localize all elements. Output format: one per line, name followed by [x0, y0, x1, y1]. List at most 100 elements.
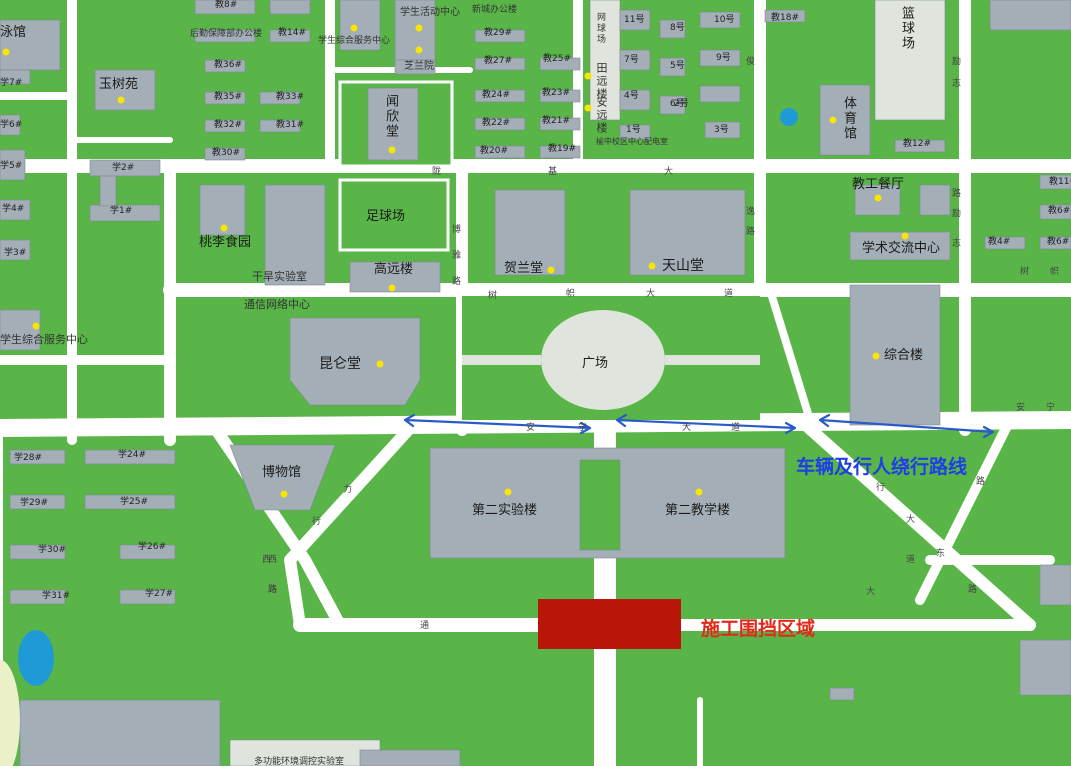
road-char-liwei_road-2: 大	[906, 515, 916, 525]
road-char-xingxian_road-1: 西	[268, 555, 278, 565]
label-student-service2: 学生综合服务中心	[0, 333, 88, 346]
teach-label-18: 教12#	[903, 139, 931, 149]
res-label-10: 3号	[714, 125, 729, 135]
road-char-shuzhi_east-0: 树	[1020, 267, 1030, 277]
road-char-liwei_road-1: 行	[876, 483, 886, 493]
label-xinchengban: 新城办公楼	[472, 5, 518, 15]
label-staff-canteen: 教工餐厅	[852, 177, 905, 192]
res-label-0: 11号	[624, 15, 645, 25]
legend-construction-zone: 施工围挡区域	[701, 618, 816, 640]
teach-label-15: 教20#	[480, 146, 508, 156]
label-anyuan: 安远楼	[595, 96, 608, 135]
road-char-shuzhi_east-1: 帜	[1050, 267, 1060, 277]
fountain	[780, 108, 798, 126]
road-char-lizhi_road-1: 志	[952, 79, 962, 89]
road-char-an_east-0: 安	[1016, 403, 1026, 413]
road-diagonal-nw	[766, 286, 814, 424]
plaza	[462, 296, 760, 420]
road-char-xiwei_road-1: 路	[268, 585, 278, 595]
detour-arrow-2	[615, 413, 797, 435]
label-student-service: 学生综合服务中心	[318, 36, 391, 46]
road-char-tong_road-0: 通	[420, 621, 430, 631]
light-patch	[0, 660, 20, 766]
teach-label-3: 教35#	[214, 92, 242, 102]
res-label-9: 1号	[626, 125, 641, 135]
teach-label-0: 教8#	[215, 0, 238, 10]
road-char-n_road-2: 大	[664, 167, 674, 177]
road-char-lizhi_road_b-2: 路	[976, 477, 986, 487]
teach-label-22: 教4#	[988, 237, 1011, 247]
road-char-anning_road-0: 安	[526, 423, 536, 433]
road-char-shuzhi_road-0: 树	[488, 291, 498, 301]
road-char-bo_road-2: 路	[452, 277, 462, 287]
label-tennis: 网球场	[595, 12, 605, 45]
dorm-label-11: 学30#	[38, 545, 66, 555]
res-label-4: 5号	[670, 61, 685, 71]
teach-label-20: 教6#	[1048, 206, 1071, 216]
road-char-bo_road-1: 雅	[452, 251, 462, 261]
road-char-anning_road-3: 道	[731, 423, 741, 433]
road-char-east_road-0: 东	[936, 549, 946, 559]
road-char-an_east-1: 宁	[1046, 403, 1056, 413]
label-museum: 博物馆	[262, 465, 302, 480]
construction-zone-block	[538, 599, 681, 649]
road-east-diagonal-2	[915, 415, 1015, 605]
dorm-label-9: 学24#	[118, 450, 146, 460]
road-char-shuzhi_road-2: 大	[646, 289, 656, 299]
label-gym: 体育馆	[841, 96, 856, 141]
dorm-label-1: 学6#	[0, 120, 23, 130]
teach-label-2: 教36#	[214, 60, 242, 70]
dorm-label-10: 学25#	[120, 497, 148, 507]
teach-label-10: 教25#	[543, 54, 571, 64]
teach-label-14: 教21#	[542, 116, 570, 126]
label-academic: 学术交流中心	[862, 241, 941, 256]
label-lab2: 第二实验楼	[472, 503, 538, 518]
teach-label-8: 教29#	[484, 28, 512, 38]
label-logistics: 后勤保障部办公楼	[190, 29, 263, 39]
teach-label-16: 教19#	[548, 144, 576, 154]
label-power: 榆中校区中心配电室	[596, 137, 668, 146]
road-char-lizhi_road_b-0: 励	[952, 209, 962, 219]
teach-label-21: 教6#	[1047, 237, 1070, 247]
dorm-label-12: 学31#	[42, 591, 70, 601]
teach-label-7: 教30#	[212, 148, 240, 158]
label-basketball: 篮球场	[899, 6, 914, 51]
detour-arrow-1	[403, 413, 592, 435]
dorm-label-2: 学5#	[0, 161, 23, 171]
label-teach2: 第二教学楼	[665, 503, 731, 518]
road-char-xingxian_road-2: 路	[268, 585, 278, 595]
dorm-label-3: 学4#	[2, 204, 25, 214]
label-kunlun: 昆仑堂	[319, 356, 361, 372]
road-char-xingxian_road-0: 行	[312, 517, 322, 527]
teach-label-12: 教23#	[542, 88, 570, 98]
dorm-label-13: 学26#	[138, 542, 166, 552]
label-yushuyuan: 玉树苑	[99, 77, 139, 92]
label-tianshan: 天山堂	[662, 258, 704, 274]
road-char-lizhi_road-2: 路	[952, 189, 962, 199]
label-swimming: 泳馆	[0, 25, 27, 40]
road-liwei-diagonal	[284, 422, 416, 631]
label-helan: 贺兰堂	[504, 261, 544, 276]
road-char-shuzhi_road-3: 道	[724, 289, 734, 299]
teach-label-17: 教18#	[771, 13, 799, 23]
res-label-1: 8号	[670, 23, 685, 33]
road-east-diagonal-1	[794, 414, 1036, 631]
label-gaoyuan: 高远楼	[374, 262, 414, 277]
road-char-tianwen-0: 大	[866, 587, 876, 597]
teach-label-6: 教31#	[276, 120, 304, 130]
dorm-label-6: 学1#	[110, 206, 133, 216]
road-char-xiwei_road-0: 西	[262, 555, 272, 565]
label-football: 足球场	[366, 209, 406, 224]
teach-label-4: 教33#	[276, 92, 304, 102]
res-label-6: 4号	[624, 91, 639, 101]
res-label-7: 6号	[670, 99, 685, 109]
label-taoli: 桃李食园	[199, 235, 252, 250]
label-zhilan: 芝兰院	[404, 61, 434, 72]
road-char-liwei_road-3: 道	[906, 555, 916, 565]
teach-label-5: 教32#	[214, 120, 242, 130]
label-plaza: 广场	[582, 356, 609, 371]
road-char-lizhi_road_b-1: 志	[952, 239, 962, 249]
